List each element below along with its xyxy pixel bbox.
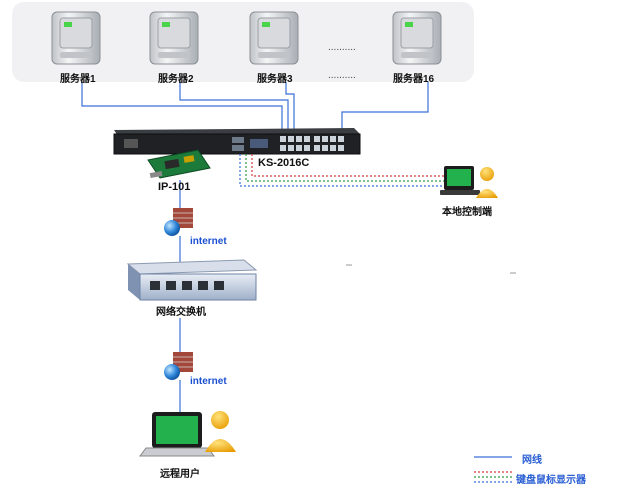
kvm-label: KS-2016C [258, 157, 310, 169]
local-console-icon [440, 166, 498, 198]
server-2-label: 服务器2 [158, 74, 194, 85]
server-3-icon [249, 11, 299, 65]
internet-label-2: internet [190, 376, 227, 387]
kvm-cable-links [239, 154, 446, 187]
internet-globe-icon-1 [164, 208, 193, 236]
server-1-icon [51, 11, 101, 65]
server-3-label: 服务器3 [257, 74, 293, 85]
internet-globe-icon-2 [164, 352, 193, 380]
legend [474, 456, 512, 483]
switch-label: 网络交换机 [156, 307, 206, 318]
server-16-label: 服务器16 [393, 74, 435, 85]
server-links [81, 82, 429, 135]
server-area-background [12, 2, 474, 82]
ip-module-icon [147, 149, 211, 179]
legend-kvm-label: 键盘鼠标显示器 [516, 475, 586, 486]
remote-user-icon [139, 411, 236, 457]
server-16-icon [392, 11, 442, 65]
server-1-label: 服务器1 [60, 74, 96, 85]
server-2-icon [149, 11, 199, 65]
kvm-switch-icon [113, 128, 361, 155]
local-console-label: 本地控制端 [442, 207, 492, 218]
legend-network-label: 网线 [522, 455, 542, 466]
internet-label-1: internet [190, 236, 227, 247]
ellipsis-top: .......... [328, 42, 356, 53]
ellipsis-bottom: .......... [328, 70, 356, 81]
network-switch-icon [126, 259, 258, 301]
remote-user-label: 远程用户 [160, 469, 200, 480]
ip-module-label: IP-101 [158, 181, 191, 193]
